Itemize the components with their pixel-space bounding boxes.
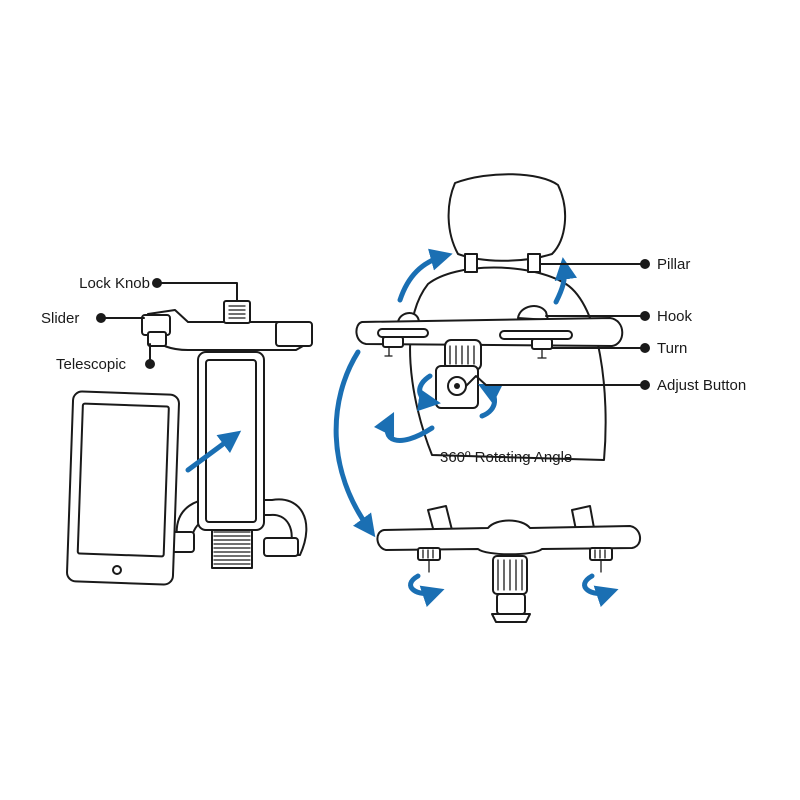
bar-detail [376,505,641,623]
bar-slot-left [377,328,429,338]
pillar-left [464,253,478,273]
detail-knob-left [417,547,441,573]
tablet-screen [76,402,170,558]
tablet-home-button [112,565,122,575]
rotating-angle-label: 360º Rotating Angle [440,449,572,466]
lock-knob [223,300,251,324]
rotate-arrow-upper-left [417,373,441,412]
left-callouts: Lock Knob Slider Telescopic [41,275,238,373]
lock-knob-grip [228,305,246,319]
rotate-arrow-lower-right [477,383,504,419]
seat-back [409,266,607,461]
headrest [447,173,567,262]
adjust-button-center [454,383,460,389]
mount-arrow-left [397,248,453,303]
right-callouts: Pillar Hook Turn Adjust Button 360º Rota… [440,256,746,466]
swing-arrow [333,349,376,538]
holder-assembly [66,300,313,586]
pillar-right [527,253,541,273]
insert-arrow [185,430,242,473]
hook [517,305,549,321]
detail-knob-right [589,547,613,573]
telescopic-label: Telescopic [56,356,127,373]
adjust-button-leader [465,375,646,387]
slider-cap-right [275,321,313,347]
turn-arrow-right [582,573,619,607]
detail-mount-base [491,613,531,623]
slider-label: Slider [41,310,79,327]
lock-knob-leader [156,282,238,302]
hook-label: Hook [657,308,693,325]
turn-knob-right [531,338,553,359]
bar-slot-right [499,330,573,340]
headrest-assembly [333,173,624,538]
detail-hub-ridges [497,559,523,591]
bottom-clamp-right [263,537,299,557]
detail-mount [496,593,526,615]
turn-arrow-left [408,573,445,607]
mount-arrow-right [553,257,578,305]
pillar-label: Pillar [657,256,690,273]
rotate-arrow-left [373,411,435,443]
turn-knob-left [382,336,404,357]
lock-knob-label: Lock Knob [79,275,150,292]
hub-ridges [449,345,475,365]
detail-bar [376,519,641,556]
adjust-button-label: Adjust Button [657,377,746,394]
turn-label: Turn [657,340,687,357]
telescopic-block [147,331,167,347]
